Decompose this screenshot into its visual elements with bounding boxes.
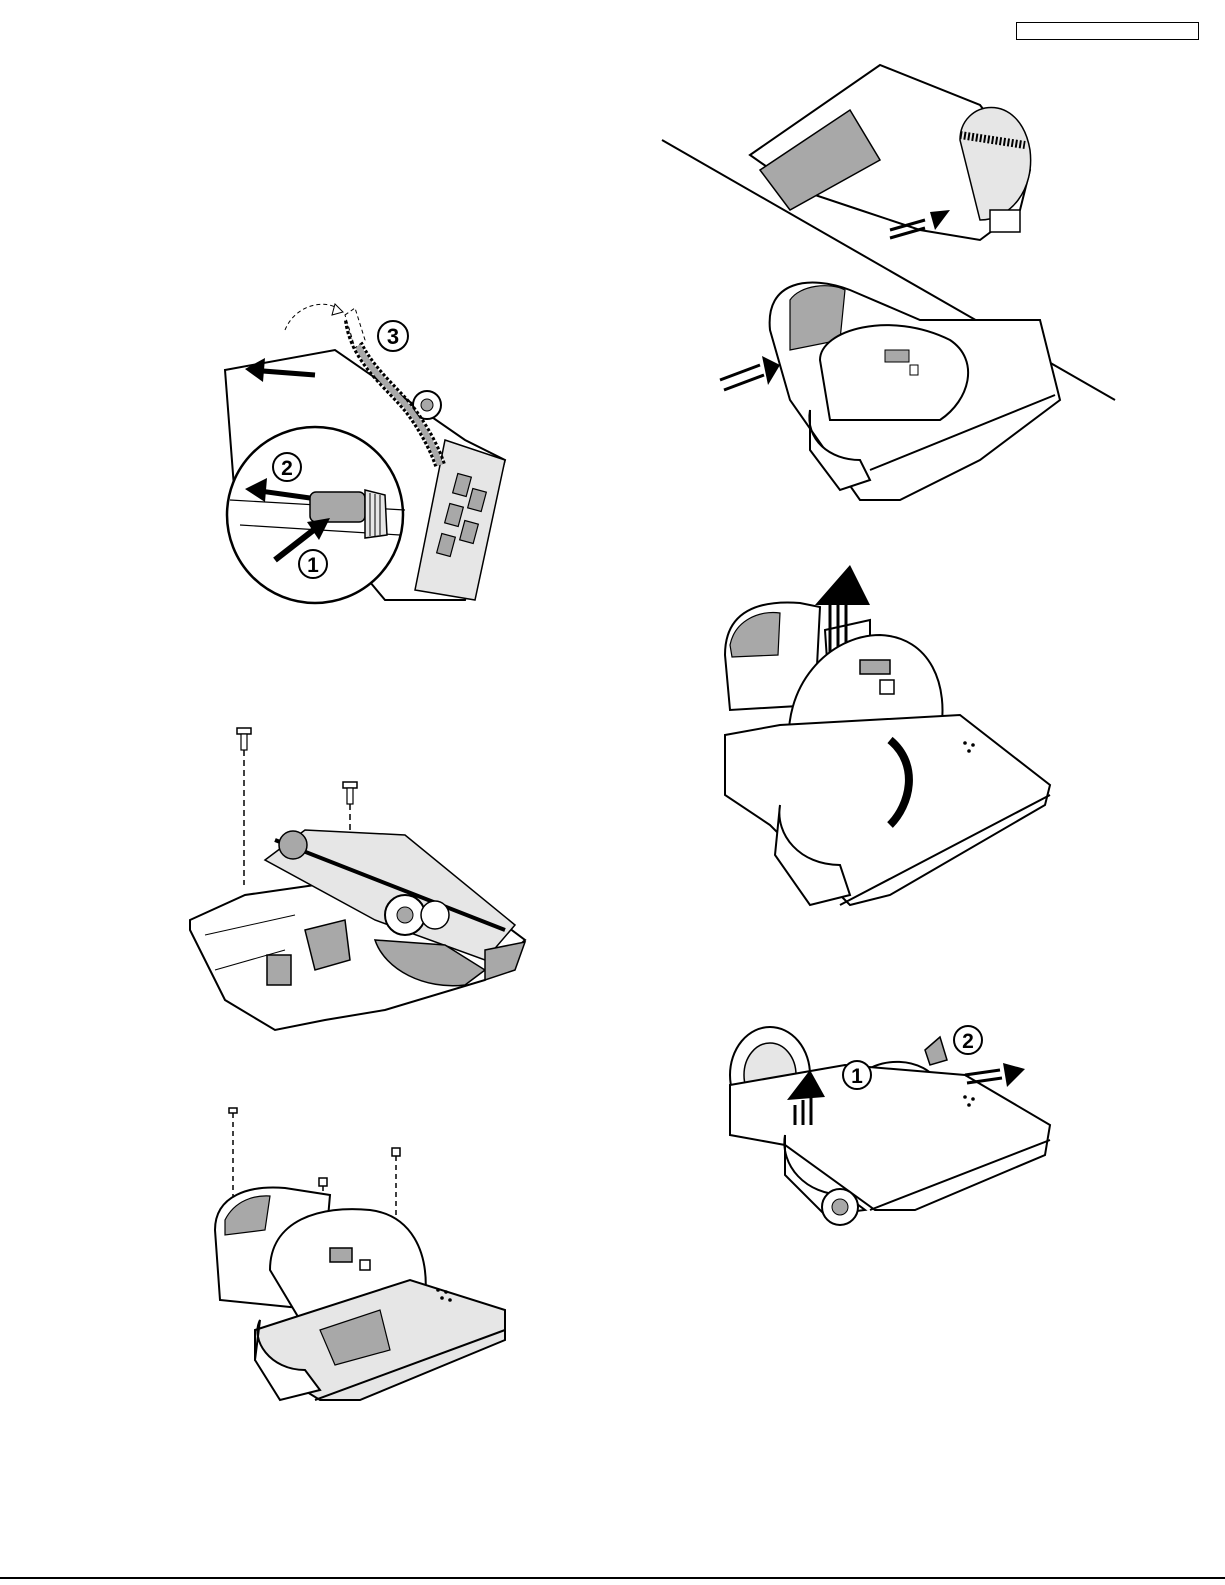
motor-removal-callouts: 1 2 — [725, 1025, 1055, 1225]
figure-top-views — [660, 60, 1120, 510]
step-1-callout: 1 — [299, 550, 327, 578]
step-2-callout: 2 — [273, 453, 301, 481]
hose-removal-callouts: 3 2 1 — [215, 300, 525, 610]
step-3-callout: 3 — [378, 321, 408, 351]
page-footer-rule — [0, 1577, 1225, 1579]
figure-hose-removal: 3 2 1 — [215, 300, 525, 610]
figure-housing-screws — [210, 1100, 515, 1420]
figure-housing-lift — [720, 565, 1060, 910]
base-screws-illustration — [185, 720, 530, 1035]
figure-motor-removal: 1 2 — [725, 1025, 1055, 1225]
housing-screws-illustration — [210, 1100, 515, 1420]
page-header-code-box — [1016, 22, 1199, 40]
top-views-illustration — [660, 60, 1120, 510]
step-3-label: 3 — [387, 324, 399, 349]
step-2-label: 2 — [962, 1030, 974, 1053]
screw-icon — [237, 728, 251, 885]
step-1-callout: 1 — [843, 1061, 871, 1089]
step-2-callout: 2 — [954, 1026, 982, 1054]
figure-base-screws — [185, 720, 530, 1035]
step-1-label: 1 — [307, 554, 319, 577]
step-2-label: 2 — [281, 457, 293, 480]
step-1-label: 1 — [851, 1065, 863, 1088]
housing-lift-illustration — [720, 565, 1060, 910]
